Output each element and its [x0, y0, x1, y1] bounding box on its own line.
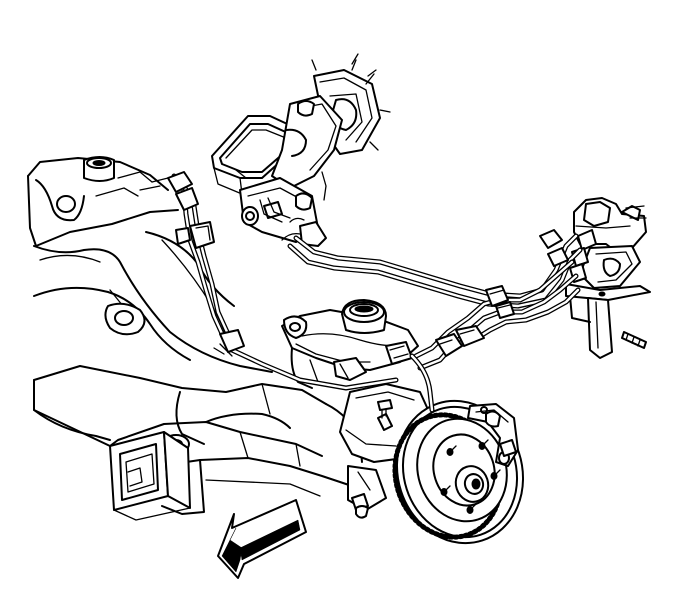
brake-pipes — [139, 171, 583, 413]
brake-caliper — [467, 403, 519, 467]
master-cylinder — [211, 95, 343, 247]
frame-rail-end-box — [109, 431, 191, 521]
brake-rotor — [392, 399, 525, 545]
abs-bracket-bolt — [621, 331, 647, 349]
abs-modulator — [565, 197, 651, 359]
direction-arrow — [217, 499, 307, 579]
upper-control-arm — [281, 299, 419, 389]
left-frame-rail — [27, 156, 179, 247]
